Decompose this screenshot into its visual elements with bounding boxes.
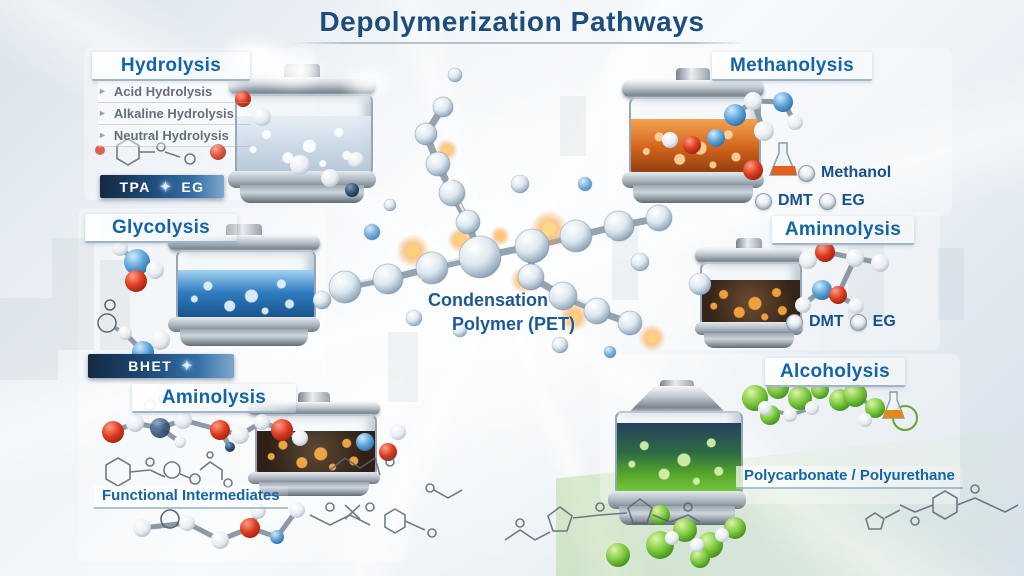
list-item-label: Neutral Hydrolysis — [113, 128, 229, 143]
reactor-base — [168, 317, 320, 332]
heading-label: Alcoholysis — [780, 360, 890, 382]
product-eg: EG — [181, 178, 205, 195]
reactor-foot — [633, 185, 753, 204]
reactor-foot — [180, 329, 308, 346]
reactor-foot — [703, 333, 795, 348]
alcoholysis-reactor — [608, 380, 746, 528]
sphere-bullet-icon — [755, 192, 772, 210]
heading-label: Glycolysis — [111, 216, 211, 238]
caption-label: Functional Intermediates — [102, 487, 280, 504]
page-title: Depolymerization Pathways — [319, 6, 705, 37]
dmt-eg-label-aminnolysis: DMT EG — [786, 313, 896, 331]
arrow-bullet-icon: ► — [98, 86, 107, 96]
reactor-lid — [695, 248, 803, 263]
product-eg: EG — [872, 313, 896, 330]
center-label-line1: Condensation — [428, 290, 548, 310]
aminnolysis-reactor — [695, 238, 803, 350]
arrow-bullet-icon: ► — [98, 130, 107, 140]
reagent-label: Methanol — [821, 164, 892, 181]
section-heading-alcoholysis: Alcoholysis — [765, 358, 905, 387]
section-heading-methanolysis: Methanolysis — [712, 52, 872, 81]
reactor-vessel — [614, 411, 744, 497]
steam-cloud — [268, 56, 318, 84]
reactor-knob — [675, 68, 711, 84]
sphere-bullet-icon — [798, 164, 815, 182]
list-item-alkaline-hydrolysis: ► Alkaline Hydrolysis — [98, 103, 250, 125]
list-item-label: Alkaline Hydrolysis — [113, 106, 234, 121]
hydrolysis-type-list: ► Acid Hydrolysis ► Alkaline Hydrolysis … — [98, 81, 250, 147]
list-item-acid-hydrolysis: ► Acid Hydrolysis — [98, 81, 250, 103]
sphere-bullet-icon — [818, 192, 836, 210]
heading-label: Methanolysis — [730, 54, 854, 76]
product-tpa: TPA — [119, 178, 151, 195]
heading-label: Aminolysis — [161, 386, 267, 408]
reactor-foot — [239, 184, 365, 204]
product-dmt: DMT — [809, 313, 844, 330]
center-label-line2: Polymer (PET) — [452, 314, 576, 335]
caption-label: Polycarbonate / Polyurethane — [744, 467, 955, 484]
arrow-bullet-icon: ► — [98, 108, 107, 118]
methanol-label: Methanol — [798, 164, 891, 182]
sphere-bullet-icon — [786, 313, 803, 331]
section-heading-hydrolysis: Hydrolysis — [92, 52, 250, 81]
reactor-base — [228, 170, 376, 188]
section-heading-aminolysis: Aminolysis — [132, 384, 296, 413]
product-bhet: BHET — [128, 358, 173, 374]
reactor-base — [622, 171, 764, 189]
functional-intermediates-caption: Functional Intermediates — [94, 486, 288, 509]
list-item-label: Acid Hydrolysis — [113, 84, 213, 99]
product-dmt: DMT — [778, 192, 813, 209]
title-underline — [290, 42, 746, 44]
steam-cloud — [348, 70, 388, 94]
polycarbonate-polyurethane-caption: Polycarbonate / Polyurethane — [736, 466, 963, 489]
section-heading-glycolysis: Glycolysis — [85, 214, 237, 243]
sparkle-icon: ✦ — [159, 178, 173, 194]
sphere-bullet-icon — [849, 313, 867, 331]
bhet-banner: BHET ✦ — [88, 354, 234, 378]
reactor-lid — [228, 76, 376, 96]
reactor-knob — [736, 238, 762, 251]
heading-label: Hydrolysis — [120, 54, 222, 76]
glycolysis-reactor — [168, 224, 320, 348]
list-item-neutral-hydrolysis: ► Neutral Hydrolysis — [98, 125, 250, 147]
reactor-base — [695, 322, 803, 336]
dmt-eg-label-methanolysis: DMT EG — [755, 192, 865, 210]
tpa-eg-banner: TPA ✦ EG — [100, 175, 224, 198]
reactor-knob — [298, 392, 330, 404]
sparkle-icon: ✦ — [181, 358, 194, 373]
heading-label: Aminnolysis — [784, 218, 902, 240]
reactor-vessel — [700, 261, 802, 328]
reactor-base — [248, 471, 380, 485]
section-heading-aminnolysis: Aminnolysis — [772, 216, 914, 245]
center-polymer-label: Condensation Polymer (PET) — [428, 288, 575, 337]
reactor-lid — [622, 80, 764, 99]
product-eg: EG — [841, 192, 865, 209]
